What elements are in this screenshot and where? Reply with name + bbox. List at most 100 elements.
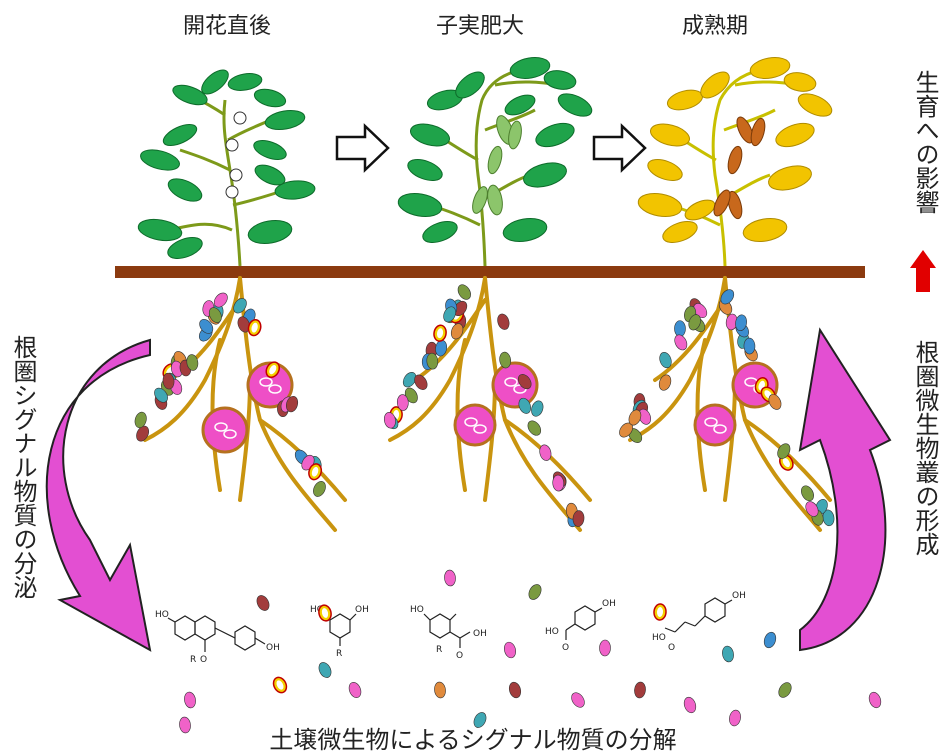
microbe bbox=[134, 411, 147, 429]
chem-benzoic-acid bbox=[423, 613, 471, 648]
nodule-bacteroid bbox=[713, 424, 727, 434]
microbe bbox=[683, 696, 697, 714]
bottom-caption: 土壌微生物によるシグナル物質の分解 bbox=[269, 726, 677, 754]
chem-label-oh: OH bbox=[732, 591, 746, 601]
microbe bbox=[414, 374, 428, 390]
microbe bbox=[199, 319, 214, 334]
microbe bbox=[136, 425, 150, 442]
right-label-growth-effect: 生育への影響 bbox=[911, 70, 939, 214]
microbe bbox=[571, 692, 585, 708]
root-strand bbox=[413, 298, 487, 382]
chem-label-r: R bbox=[190, 655, 196, 665]
chem-label-ho: HO bbox=[652, 633, 666, 643]
microbe bbox=[599, 639, 611, 657]
chem-label-o: O bbox=[456, 651, 463, 661]
red-up-arrow-icon bbox=[910, 250, 936, 292]
microbe bbox=[237, 316, 250, 333]
microbe bbox=[735, 314, 747, 332]
microbe bbox=[504, 641, 516, 659]
microbe-core bbox=[276, 680, 284, 690]
microbe bbox=[402, 372, 417, 388]
chem-coumaric-acid bbox=[664, 597, 733, 633]
root-strand bbox=[653, 298, 727, 382]
plant-maturity bbox=[637, 57, 833, 267]
nodule-bacteroid bbox=[268, 384, 282, 394]
microbe-core bbox=[656, 607, 664, 617]
stage-label-maturity: 成熟期 bbox=[682, 14, 749, 39]
soil-surface-line bbox=[115, 266, 865, 278]
microbe bbox=[213, 292, 228, 308]
microbe bbox=[179, 716, 191, 734]
microbe bbox=[868, 691, 882, 709]
microbe bbox=[473, 712, 487, 728]
microbe bbox=[531, 400, 544, 417]
microbe-core bbox=[782, 457, 790, 468]
microbe bbox=[801, 485, 814, 502]
chem-hydroxybenzoic-acid bbox=[565, 605, 603, 640]
nodule-bacteroid bbox=[464, 417, 478, 427]
microbe-core bbox=[321, 608, 329, 618]
microbe bbox=[450, 323, 464, 340]
microbe bbox=[688, 314, 701, 331]
nodule-bacteroid bbox=[504, 377, 518, 387]
microbe bbox=[497, 313, 510, 330]
soil-microbes bbox=[179, 569, 882, 734]
root-system bbox=[383, 276, 592, 532]
root-systems bbox=[134, 276, 835, 532]
root-system bbox=[134, 276, 347, 532]
nodule-bacteroid bbox=[223, 429, 237, 439]
chemical-label-group: HO R O OH HO OH R HO OH R O HO OH O OH H… bbox=[155, 591, 746, 665]
microbe bbox=[527, 420, 542, 436]
hollow-right-arrow-icon bbox=[592, 123, 647, 173]
microbe bbox=[768, 394, 782, 410]
chem-label-ho: HO bbox=[545, 627, 559, 637]
microbe-core bbox=[251, 322, 258, 333]
chem-isoflavone bbox=[167, 615, 266, 652]
microbe bbox=[539, 444, 552, 461]
microbe bbox=[426, 352, 439, 370]
root-strand bbox=[695, 338, 707, 492]
microbe bbox=[763, 631, 777, 649]
microbe bbox=[457, 284, 471, 300]
microbe bbox=[499, 351, 512, 369]
root-system bbox=[619, 276, 835, 532]
microbe bbox=[313, 481, 326, 497]
microbe bbox=[720, 289, 735, 305]
microbe bbox=[805, 501, 819, 517]
chem-label-oh: OH bbox=[602, 599, 616, 609]
microbe bbox=[743, 337, 756, 355]
chem-label-ho: HO bbox=[155, 610, 169, 620]
plant-pod-filling bbox=[397, 57, 593, 267]
chem-label-ho: HO bbox=[310, 605, 324, 615]
microbe bbox=[518, 397, 531, 414]
microbe bbox=[572, 510, 585, 527]
microbe bbox=[517, 374, 532, 390]
microbe bbox=[154, 387, 168, 403]
chem-label-oh: OH bbox=[266, 643, 280, 653]
plant-flowering bbox=[137, 69, 316, 267]
chem-label-r: R bbox=[336, 649, 342, 659]
microbe bbox=[186, 354, 199, 371]
left-label-secretion: 根圏シグナル物質の分泌 bbox=[9, 335, 37, 599]
microbe bbox=[778, 682, 792, 698]
microbe bbox=[658, 374, 672, 391]
chem-label-ho: HO bbox=[410, 605, 424, 615]
chem-label-o: O bbox=[200, 655, 207, 665]
microbe bbox=[434, 681, 446, 699]
chem-label-o: O bbox=[668, 643, 675, 653]
chem-label-o: O bbox=[562, 643, 569, 653]
microbe bbox=[208, 307, 222, 323]
microbe bbox=[233, 298, 247, 314]
right-label-microbiome-formation: 根圏微生物叢の形成 bbox=[911, 340, 939, 556]
microbe-core bbox=[269, 365, 277, 375]
microbe bbox=[552, 474, 565, 492]
stage-label-pod-filling: 子実肥大 bbox=[436, 14, 525, 39]
microbe bbox=[256, 595, 270, 611]
microbe bbox=[443, 306, 456, 323]
microbe bbox=[184, 691, 196, 709]
microbe bbox=[674, 320, 686, 337]
microbe bbox=[674, 334, 688, 351]
chem-label-oh: OH bbox=[473, 629, 487, 639]
microbe bbox=[348, 682, 362, 698]
